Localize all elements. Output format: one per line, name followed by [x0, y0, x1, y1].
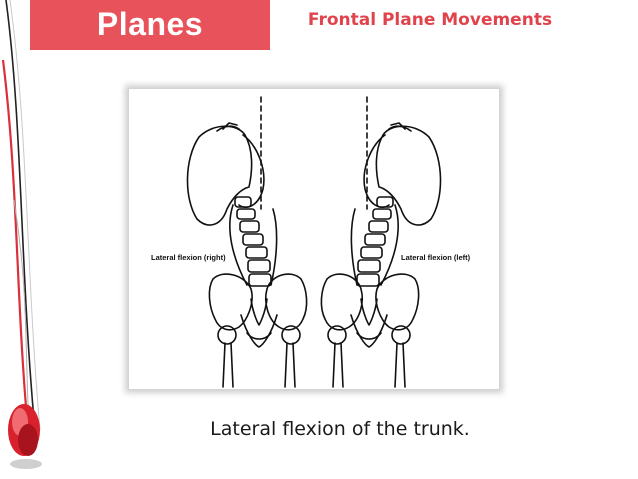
- slide-subtitle: Frontal Plane Movements: [307, 10, 553, 30]
- right-skeleton: [320, 96, 442, 388]
- decorative-swoosh: [1, 0, 42, 469]
- label-lateral-flexion-right: Lateral flexion (right): [151, 253, 226, 262]
- skeleton-drawing: Lateral flexion (right) Lateral flexion …: [149, 96, 479, 388]
- spine-illustration: Lateral flexion (right) Lateral flexion …: [128, 88, 500, 390]
- left-skeleton: [186, 96, 308, 388]
- section-title: Planes: [96, 6, 204, 42]
- section-badge: Planes: [30, 0, 270, 50]
- figure-caption: Lateral flexion of the trunk.: [210, 418, 470, 440]
- label-lateral-flexion-left: Lateral flexion (left): [401, 253, 471, 262]
